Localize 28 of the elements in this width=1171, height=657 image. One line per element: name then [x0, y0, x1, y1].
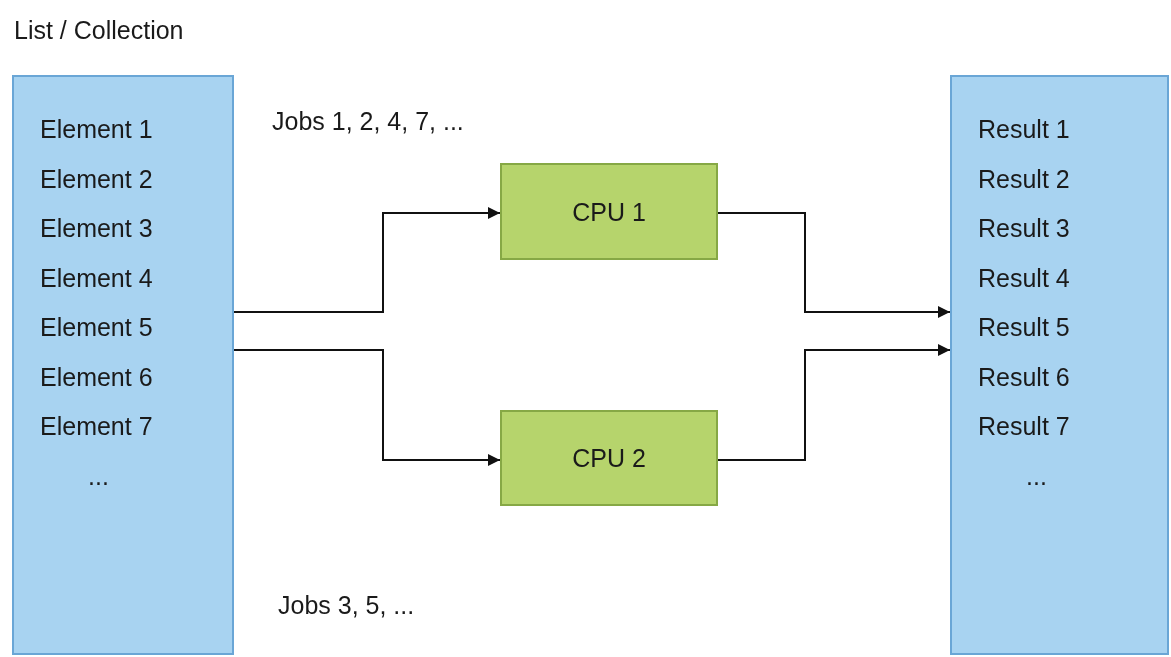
list-item: Element 3: [40, 213, 153, 244]
list-item: ...: [87, 460, 109, 492]
node-label: CPU 2: [572, 443, 646, 473]
arrow: [233, 349, 501, 466]
node-label: CPU 1: [572, 196, 646, 227]
list-item: Result 1: [978, 114, 1070, 145]
arrow: [717, 344, 951, 461]
panel-heading: List / Collection: [14, 15, 184, 45]
process-box: [500, 410, 718, 506]
list-item: Result 3: [978, 213, 1070, 244]
list-item: Result 6: [978, 361, 1070, 393]
list-panel: [950, 75, 1169, 655]
list-item: Result 2: [978, 163, 1070, 195]
arrow: [233, 207, 501, 313]
list-item: Result 7: [978, 411, 1070, 442]
list-item: Element 7: [40, 411, 153, 442]
edge-note: Jobs 1, 2, 4, 7, ...: [272, 106, 464, 136]
edge-note: Jobs 3, 5, ...: [278, 590, 415, 620]
list-item: Element 6: [40, 361, 153, 393]
list-item: Result 4: [978, 262, 1070, 294]
list-item: Element 1: [40, 114, 153, 145]
list-item: Element 5: [40, 312, 153, 343]
process-box: [500, 163, 718, 260]
list-item: ...: [1025, 460, 1047, 492]
arrow: [717, 212, 951, 318]
list-item: Element 2: [40, 163, 153, 195]
list-item: Element 4: [40, 262, 153, 294]
list-item: Result 5: [978, 312, 1070, 343]
